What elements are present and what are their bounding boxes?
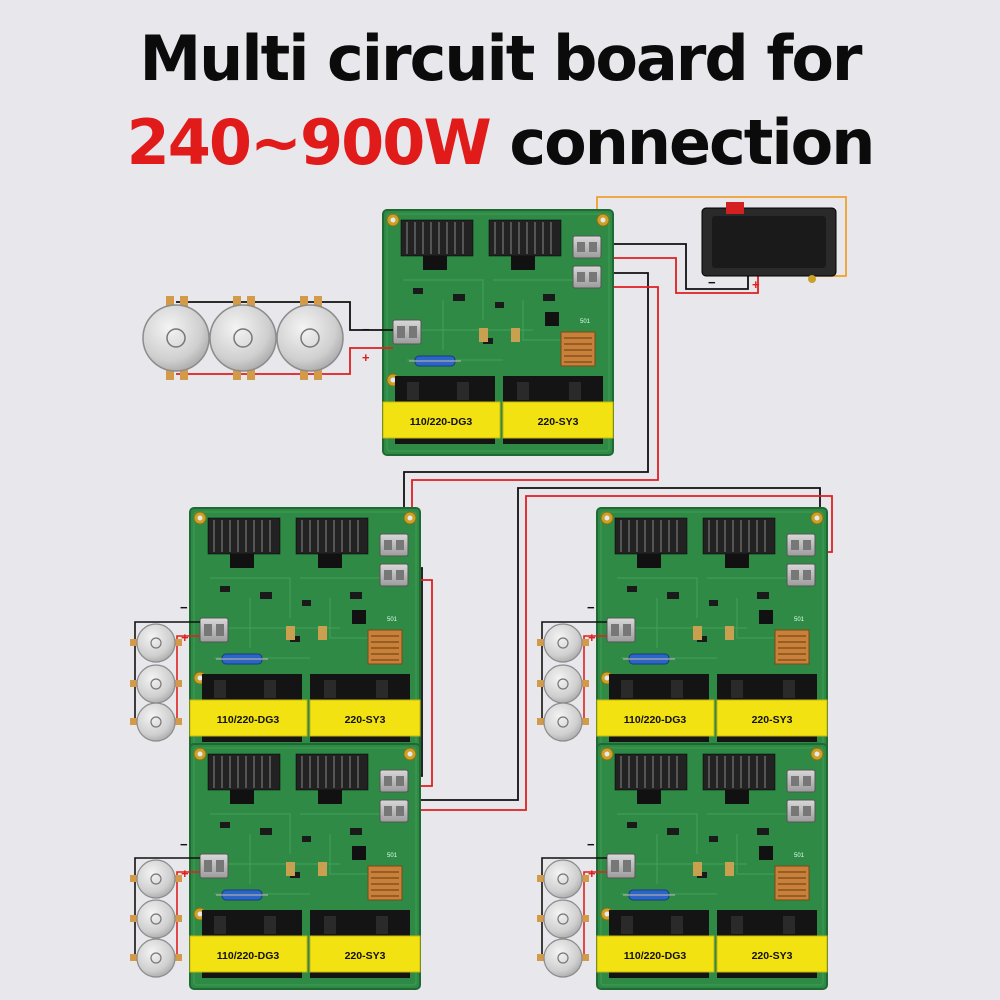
board-marking: 501 — [387, 853, 398, 859]
minus-sign: − — [587, 600, 595, 615]
headline-connection: connection — [489, 106, 875, 179]
transformer-label-right: 220-SY3 — [345, 950, 386, 962]
board-marking: 501 — [794, 617, 805, 623]
minus-sign: − — [587, 837, 595, 852]
board-markings: 501 501 501 501 501 — [387, 319, 805, 859]
transformer-label-right: 220-SY3 — [752, 950, 793, 962]
polarity-markers: − + − + − + − + − + − + — [180, 275, 760, 881]
transformer-label-left: 110/220-DG3 — [624, 950, 687, 962]
transformer-label-right: 220-SY3 — [752, 714, 793, 726]
plus-sign: + — [588, 630, 596, 645]
transformer-label-left: 110/220-DG3 — [624, 714, 687, 726]
plus-sign: + — [752, 277, 760, 292]
transducer-wires-small — [134, 621, 607, 958]
transformer-label-left: 110/220-DG3 — [217, 714, 280, 726]
transducer-wires-main — [176, 301, 393, 375]
board-marking: 501 — [794, 853, 805, 859]
headline-line-1: Multi circuit board for — [139, 22, 862, 95]
plus-sign: + — [588, 866, 596, 881]
transformer-label-right: 220-SY3 — [345, 714, 386, 726]
transformer-labels: 110/220-DG3 220-SY3 110/220-DG3 220-SY3 … — [217, 416, 793, 962]
plus-sign: + — [362, 350, 370, 365]
headline-line-2: 240~900W connection — [0, 112, 1000, 174]
transformer-label-right: 220-SY3 — [538, 416, 579, 428]
minus-sign: − — [180, 837, 188, 852]
rocker-switch-icon — [701, 202, 837, 283]
minus-sign: − — [180, 600, 188, 615]
plus-sign: + — [181, 866, 189, 881]
headline-power-range: 240~900W — [126, 106, 492, 179]
minus-sign: − — [362, 322, 370, 337]
board-marking: 501 — [580, 319, 591, 325]
plus-sign: + — [181, 630, 189, 645]
transducer-group-main — [142, 295, 344, 381]
transducer-icon — [142, 295, 210, 381]
transducer-icon — [276, 295, 344, 381]
minus-sign: − — [708, 275, 716, 290]
transformer-label-left: 110/220-DG3 — [217, 950, 280, 962]
transformer-label-left: 110/220-DG3 — [410, 416, 473, 428]
board-marking: 501 — [387, 617, 398, 623]
transducer-icon — [209, 295, 277, 381]
